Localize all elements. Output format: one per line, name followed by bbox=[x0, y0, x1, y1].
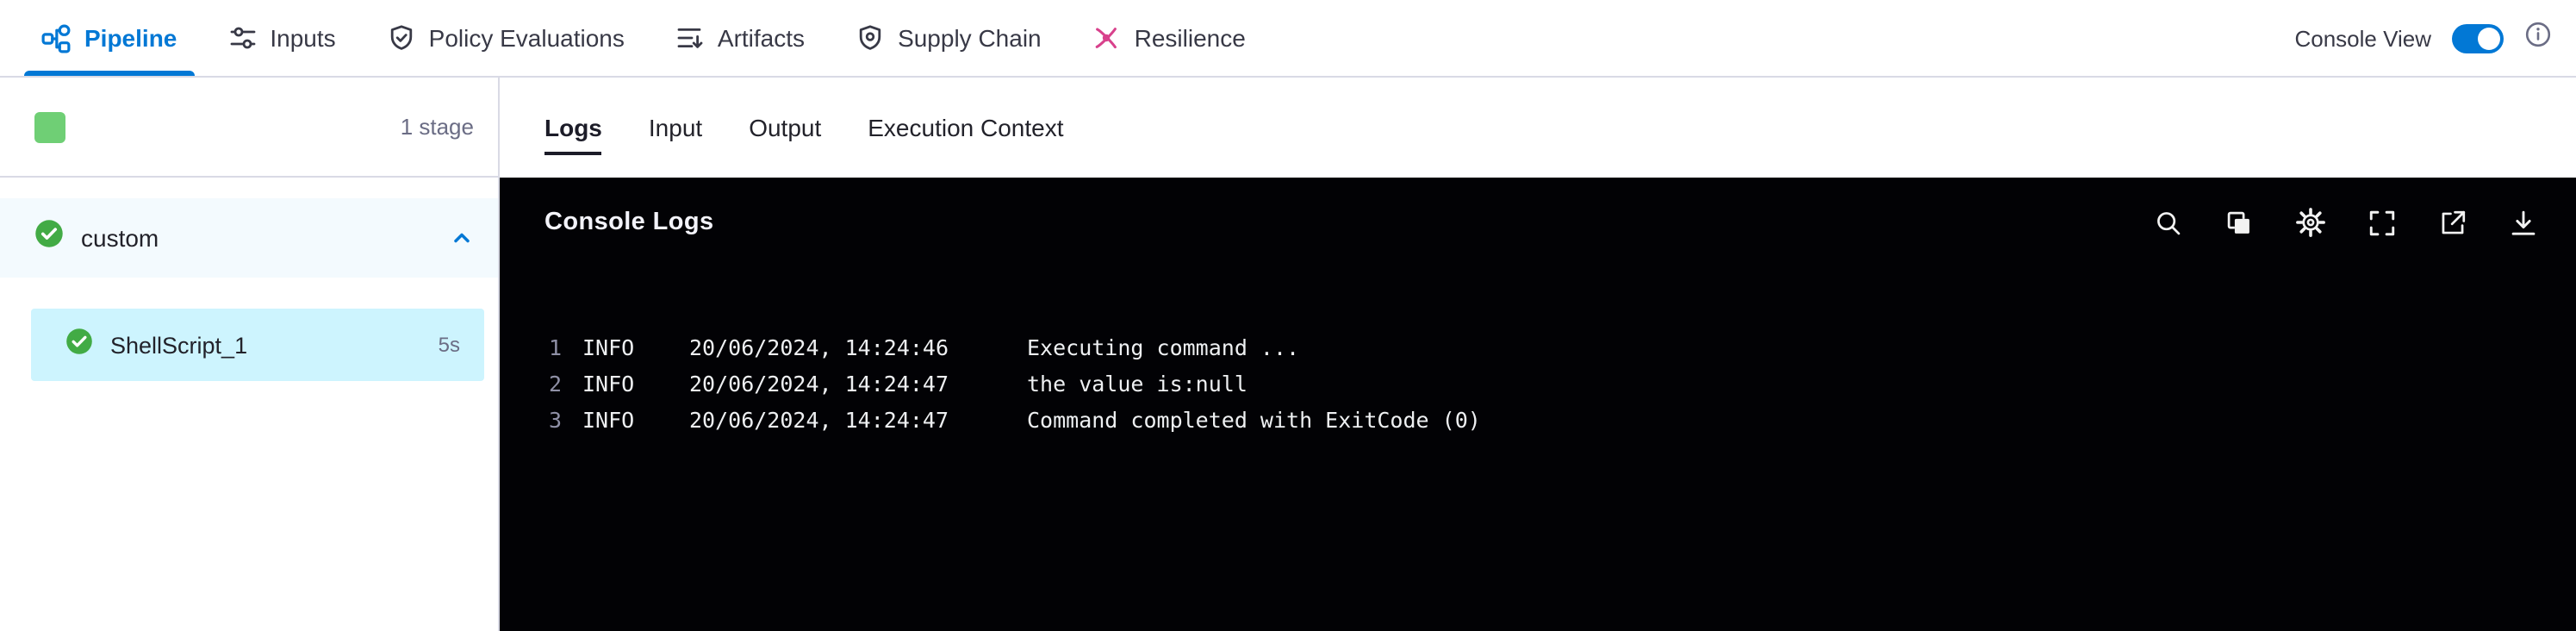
log-level: INFO bbox=[582, 371, 635, 397]
log-line: 3 INFO 20/06/2024, 14:24:47 Command comp… bbox=[500, 402, 2576, 438]
step-item-shellscript-1[interactable]: ShellScript_1 5s bbox=[31, 309, 484, 381]
console-toolbar bbox=[2154, 207, 2538, 238]
tab-supply-chain[interactable]: Supply Chain bbox=[856, 0, 1042, 76]
tab-policy-evaluations-label: Policy Evaluations bbox=[428, 24, 625, 52]
console-view-controls: Console View bbox=[2294, 20, 2552, 56]
console-header: Console Logs bbox=[500, 178, 2576, 267]
settings-gear-icon[interactable] bbox=[2295, 207, 2326, 238]
execution-nav-tabs: Pipeline Inputs bbox=[24, 0, 1246, 76]
download-icon[interactable] bbox=[2509, 208, 2538, 237]
resilience-icon bbox=[1093, 24, 1121, 52]
tab-inputs[interactable]: Inputs bbox=[228, 0, 336, 76]
tab-logs[interactable]: Logs bbox=[544, 114, 602, 155]
tab-supply-chain-label: Supply Chain bbox=[898, 24, 1042, 52]
artifacts-icon bbox=[676, 24, 704, 52]
step-detail-tabs: Logs Input Output Execution Context bbox=[500, 78, 2576, 178]
tab-execution-context-label: Execution Context bbox=[868, 114, 1064, 141]
stage-group-label: custom bbox=[81, 224, 159, 252]
tab-artifacts[interactable]: Artifacts bbox=[676, 0, 805, 76]
log-level: INFO bbox=[582, 407, 635, 433]
stage-count: 1 stage bbox=[400, 114, 474, 140]
tab-logs-label: Logs bbox=[544, 114, 602, 155]
log-line: 1 INFO 20/06/2024, 14:24:46 Executing co… bbox=[500, 329, 2576, 365]
tab-input[interactable]: Input bbox=[649, 114, 702, 141]
log-timestamp: 20/06/2024, 14:24:47 bbox=[689, 407, 949, 433]
tab-pipeline-label: Pipeline bbox=[84, 24, 177, 52]
log-message: the value is:null bbox=[1027, 371, 1248, 397]
stage-group-custom[interactable]: custom bbox=[0, 198, 498, 278]
tab-input-label: Input bbox=[648, 114, 703, 141]
log-level: INFO bbox=[582, 334, 635, 360]
pipeline-icon bbox=[41, 23, 71, 53]
step-duration: 5s bbox=[438, 333, 460, 357]
success-check-icon bbox=[34, 219, 64, 257]
policy-evaluations-icon bbox=[388, 24, 415, 52]
log-output: 1 INFO 20/06/2024, 14:24:46 Executing co… bbox=[500, 329, 2576, 438]
console-view-toggle[interactable] bbox=[2452, 23, 2504, 53]
console-title: Console Logs bbox=[544, 209, 714, 236]
inputs-icon bbox=[228, 24, 256, 52]
tab-output-label: Output bbox=[749, 114, 822, 141]
tab-output[interactable]: Output bbox=[749, 114, 821, 141]
log-message: Executing command ... bbox=[1027, 334, 1300, 360]
log-line-number: 1 bbox=[548, 334, 562, 360]
fullscreen-icon[interactable] bbox=[2368, 208, 2397, 237]
tab-inputs-label: Inputs bbox=[270, 24, 336, 52]
execution-body: 1 stage custom bbox=[0, 78, 2576, 631]
log-line: 2 INFO 20/06/2024, 14:24:47 the value is… bbox=[500, 365, 2576, 402]
success-check-icon bbox=[65, 327, 93, 363]
stages-sidebar: 1 stage custom bbox=[0, 78, 500, 631]
log-timestamp: 20/06/2024, 14:24:46 bbox=[689, 334, 949, 360]
stage-summary-row: 1 stage bbox=[0, 78, 498, 178]
step-details-panel: Logs Input Output Execution Context Cons… bbox=[500, 78, 2576, 631]
open-in-new-icon[interactable] bbox=[2438, 208, 2467, 237]
tab-execution-context[interactable]: Execution Context bbox=[868, 114, 1063, 141]
log-timestamp: 20/06/2024, 14:24:47 bbox=[689, 371, 949, 397]
log-line-number: 3 bbox=[548, 407, 562, 433]
search-icon[interactable] bbox=[2154, 208, 2183, 237]
stage-status-square-icon bbox=[34, 111, 65, 142]
step-label: ShellScript_1 bbox=[110, 332, 248, 358]
tab-artifacts-label: Artifacts bbox=[717, 24, 806, 52]
console-view-label: Console View bbox=[2294, 25, 2431, 51]
tab-policy-evaluations[interactable]: Policy Evaluations bbox=[388, 0, 625, 76]
log-line-number: 2 bbox=[548, 371, 562, 397]
copy-icon[interactable] bbox=[2224, 208, 2254, 237]
tab-resilience[interactable]: Resilience bbox=[1093, 0, 1246, 76]
tab-pipeline[interactable]: Pipeline bbox=[24, 0, 194, 76]
info-icon[interactable] bbox=[2524, 20, 2552, 56]
log-message: Command completed with ExitCode (0) bbox=[1027, 407, 1481, 433]
chevron-up-icon[interactable] bbox=[450, 226, 474, 250]
console-logs-panel: Console Logs bbox=[500, 178, 2576, 631]
supply-chain-icon bbox=[856, 24, 884, 52]
tab-resilience-label: Resilience bbox=[1134, 24, 1246, 52]
top-navigation-bar: Pipeline Inputs bbox=[0, 0, 2576, 78]
